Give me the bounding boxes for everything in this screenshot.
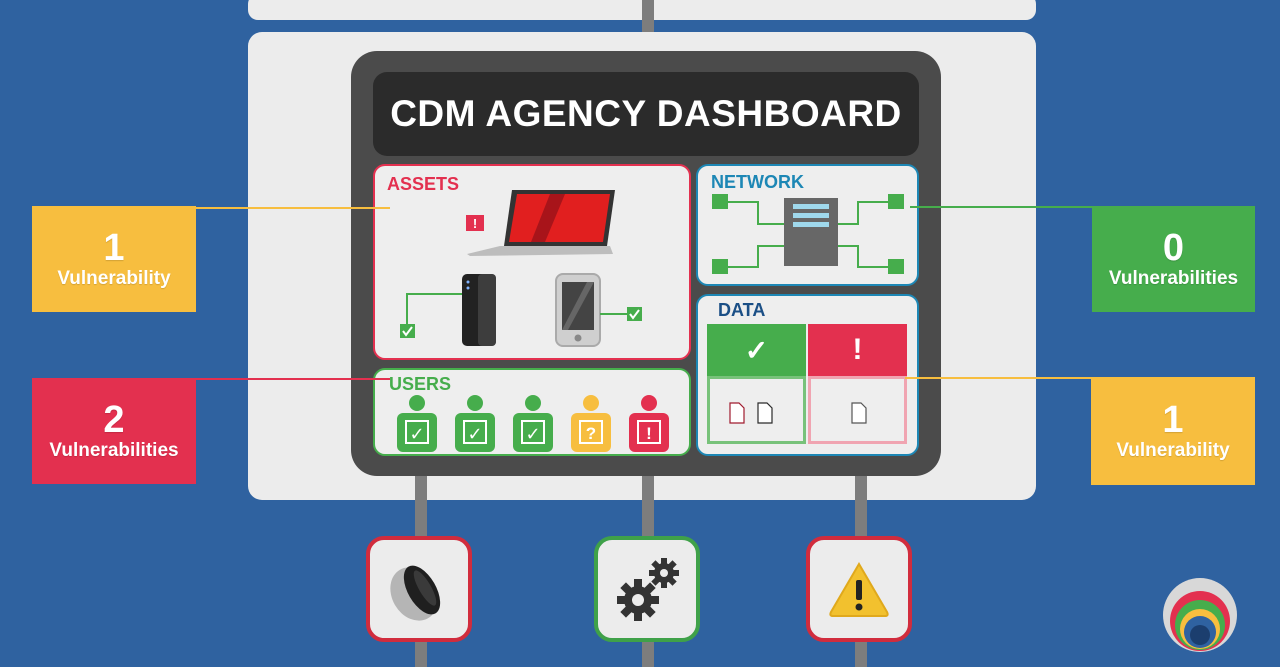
server-tower-icon xyxy=(462,274,496,346)
network-node-icon xyxy=(888,259,904,274)
badge-label: Vulnerability xyxy=(57,268,171,289)
svg-text:✓: ✓ xyxy=(409,424,424,445)
server-rack-icon xyxy=(784,198,838,266)
data-alert-header: ! xyxy=(808,324,907,376)
badge-label: Vulnerabilities xyxy=(49,440,179,461)
badge-count: 2 xyxy=(103,399,125,441)
document-icon xyxy=(729,402,773,424)
user-icon: ✓ xyxy=(397,395,437,452)
assets-connector xyxy=(196,207,390,209)
network-illustration xyxy=(712,194,904,274)
assets-alert-icon xyxy=(466,215,484,231)
user-icon: ✓ xyxy=(455,395,495,452)
badge-count: 1 xyxy=(103,227,125,269)
users-vulnerability-badge: 2 Vulnerabilities xyxy=(32,378,196,484)
users-panel[interactable]: USERS ✓ ✓ ✓ ? ! xyxy=(373,368,691,456)
smartphone-icon xyxy=(555,273,601,347)
assets-illustration: ! xyxy=(400,190,642,347)
data-ok-header: ✓ xyxy=(707,324,806,376)
document-icon xyxy=(851,402,867,424)
alert-tool-tile[interactable] xyxy=(806,536,912,642)
badge-label: Vulnerabilities xyxy=(1108,268,1239,289)
sensor-dish-icon xyxy=(390,565,441,621)
data-ok-column xyxy=(707,376,806,444)
users-connector xyxy=(196,378,390,380)
data-alert-column xyxy=(808,376,907,444)
network-connector xyxy=(910,206,1092,208)
badge-count: 0 xyxy=(1162,227,1185,269)
assets-alert-mark: ! xyxy=(473,216,477,231)
network-node-icon xyxy=(712,194,728,209)
users-title: USERS xyxy=(389,374,452,394)
sensor-tool-tile[interactable] xyxy=(366,536,472,642)
network-node-icon xyxy=(888,194,904,209)
data-vulnerability-badge: 1 Vulnerability xyxy=(1091,377,1255,485)
network-vulnerability-badge: 0 Vulnerabilities xyxy=(1092,206,1255,312)
network-panel[interactable]: NETWORK xyxy=(696,164,919,286)
user-unknown-icon: ? xyxy=(571,395,611,452)
badge-count: 1 xyxy=(1162,399,1184,441)
user-icon: ✓ xyxy=(513,395,553,452)
dashboard-title: CDM AGENCY DASHBOARD xyxy=(373,72,919,156)
data-title: DATA xyxy=(718,300,766,320)
svg-text:✓: ✓ xyxy=(467,424,482,445)
gears-icon xyxy=(617,558,679,621)
assets-title: ASSETS xyxy=(387,174,460,194)
data-panel[interactable]: DATA ✓ ! xyxy=(696,294,919,456)
badge-label: Vulnerability xyxy=(1116,440,1230,461)
warning-icon xyxy=(829,562,889,617)
data-connector xyxy=(905,377,1091,379)
tower-check-icon xyxy=(400,324,415,338)
assets-panel[interactable]: ASSETS ! xyxy=(373,164,691,360)
svg-text:✓: ✓ xyxy=(525,424,540,445)
network-node-icon xyxy=(712,259,728,274)
svg-text:?: ? xyxy=(586,424,596,443)
gears-tool-tile[interactable] xyxy=(594,536,700,642)
svg-text:!: ! xyxy=(646,424,652,443)
assets-vulnerability-badge: 1 Vulnerability xyxy=(32,206,196,312)
laptop-icon xyxy=(467,190,615,256)
program-logo-icon xyxy=(1163,578,1237,652)
phone-check-icon xyxy=(627,307,642,321)
user-alert-icon: ! xyxy=(629,395,669,452)
network-title: NETWORK xyxy=(711,172,804,192)
